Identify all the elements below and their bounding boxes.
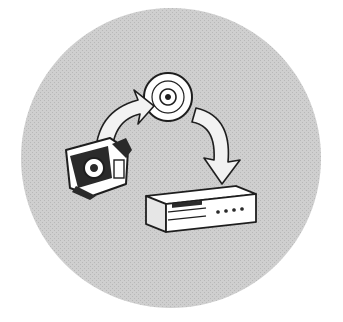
disc-icon (144, 73, 192, 121)
